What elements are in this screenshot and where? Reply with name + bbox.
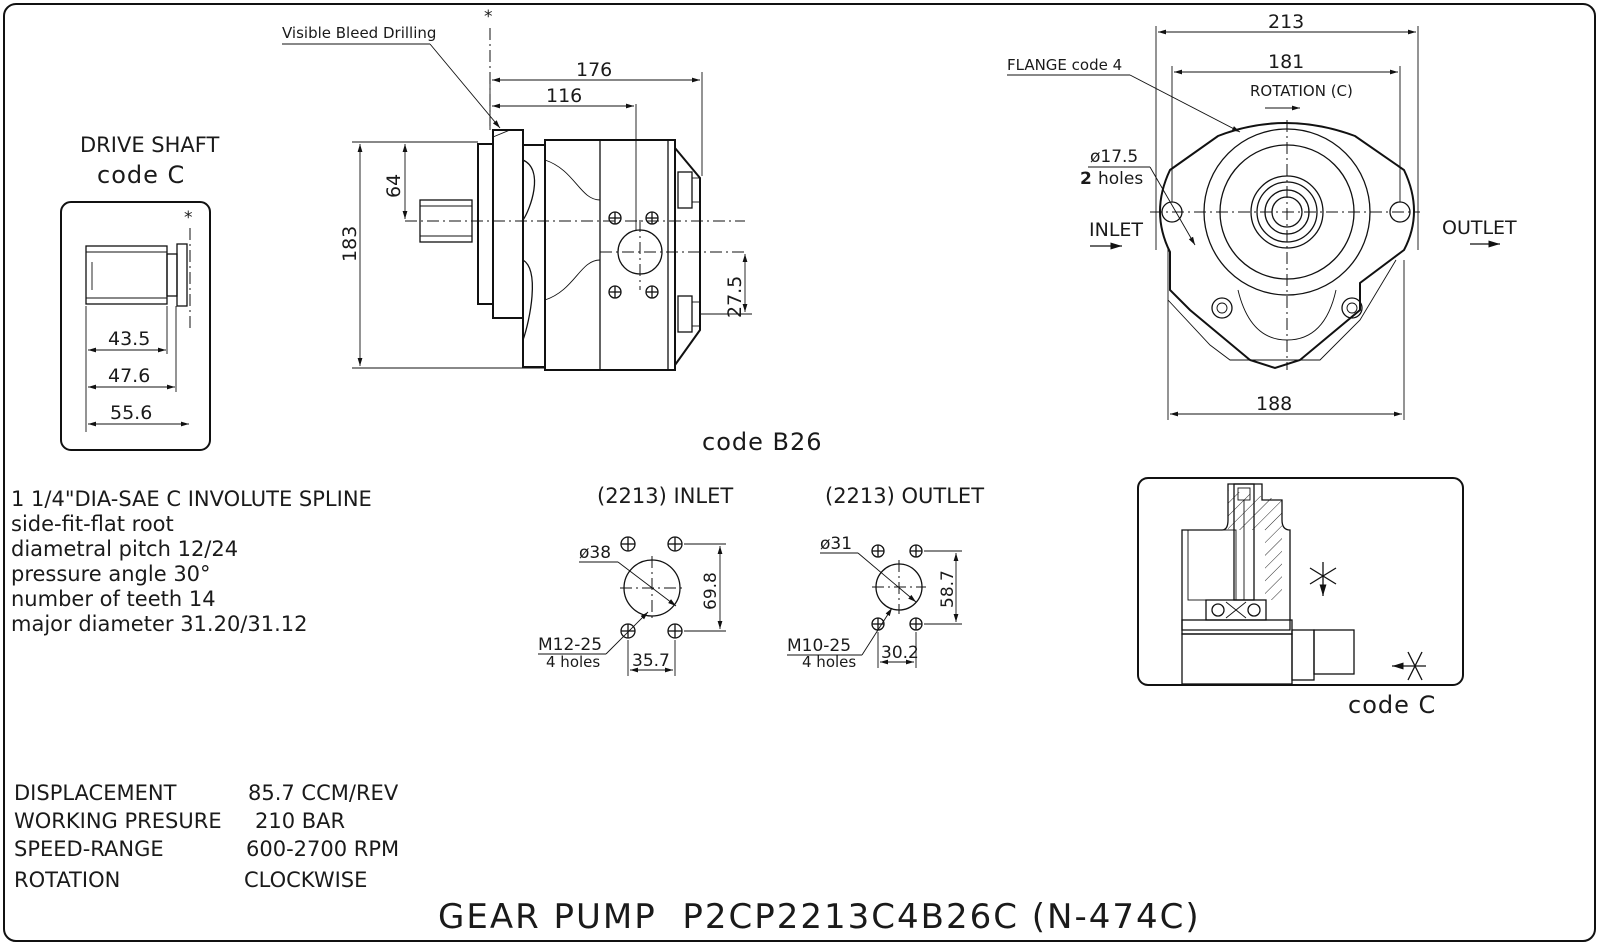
spline-line-5: number of teeth 14	[11, 587, 216, 611]
front-dim-213: 213	[1268, 11, 1304, 33]
mount-hole-word: holes	[1098, 169, 1143, 189]
inlet-port-pattern: (2213) INLET ø38 M12-25 4 holes 35.7 69.…	[538, 484, 733, 676]
drive-shaft-heading: DRIVE SHAFT	[80, 133, 219, 157]
shaft-drawing	[85, 243, 188, 307]
flange-code-label: FLANGE code 4	[1007, 56, 1122, 74]
detail-caption: code C	[1348, 691, 1436, 719]
front-dim-181: 181	[1268, 51, 1304, 73]
detail-code-c: code C	[1137, 477, 1464, 719]
inlet-port-dim-h: 35.7	[632, 651, 670, 671]
spec-label-rotation: ROTATION	[14, 868, 120, 892]
side-dim-176: 176	[576, 59, 612, 81]
shaft-dim-43-5: 43.5	[108, 328, 150, 350]
outlet-label: OUTLET	[1442, 217, 1517, 239]
inlet-port-dia: ø38	[579, 543, 611, 563]
outlet-port-dia: ø31	[820, 534, 852, 554]
front-dim-188: 188	[1256, 393, 1292, 415]
spline-line-6: major diameter 31.20/31.12	[11, 612, 308, 636]
shaft-dim-47-6: 47.6	[108, 365, 150, 387]
outlet-port-dim-v: 58.7	[938, 570, 958, 608]
side-view-caption: code B26	[702, 428, 823, 456]
pump-specs: DISPLACEMENT 85.7 CCM/REV WORKING PRESUR…	[14, 781, 399, 892]
detail-box	[1137, 477, 1464, 686]
shaft-dim-55-6: 55.6	[110, 402, 152, 424]
spec-value-displacement: 85.7 CCM/REV	[248, 781, 399, 805]
outlet-port-thread: M10-25	[787, 636, 851, 656]
inlet-port-title: (2213) INLET	[597, 484, 733, 508]
drive-shaft-code: code C	[97, 161, 185, 189]
side-dim-64: 64	[383, 174, 405, 198]
bleed-marker: *	[484, 7, 493, 27]
spline-line-4: pressure angle 30°	[11, 562, 211, 586]
inlet-port-holes: 4 holes	[546, 653, 600, 671]
spec-value-rotation: CLOCKWISE	[244, 868, 367, 892]
outlet-port-pattern: (2213) OUTLET ø31 M10-25 4 holes 30.2 58…	[787, 484, 984, 671]
side-view: Visible Bleed Drilling *	[282, 7, 823, 456]
bleed-drilling-label: Visible Bleed Drilling	[282, 24, 436, 42]
drawing-title: GEAR PUMP P2CP2213C4B26C (N-474C)	[438, 897, 1201, 937]
spec-label-speed: SPEED-RANGE	[14, 837, 164, 861]
rotation-label: ROTATION (C)	[1250, 82, 1353, 100]
spec-value-speed: 600-2700 RPM	[246, 837, 399, 861]
spec-label-displacement: DISPLACEMENT	[14, 781, 177, 805]
side-dim-183: 183	[339, 226, 361, 262]
spline-specification: 1 1/4"DIA-SAE C INVOLUTE SPLINE side-fit…	[11, 487, 372, 636]
outlet-port-holes: 4 holes	[802, 653, 856, 671]
drive-shaft-section: DRIVE SHAFT code C * 43.5 47.6 55.6	[60, 133, 219, 451]
side-dim-116: 116	[546, 85, 582, 107]
spline-line-1: 1 1/4"DIA-SAE C INVOLUTE SPLINE	[11, 487, 372, 511]
inlet-port-dim-v: 69.8	[701, 572, 721, 610]
outlet-port-title: (2213) OUTLET	[825, 484, 984, 508]
mount-hole-count: 2	[1080, 169, 1092, 189]
side-dim-27-5: 27.5	[724, 276, 746, 318]
spec-label-pressure: WORKING PRESURE	[14, 809, 222, 833]
shaft-marker: *	[184, 208, 193, 228]
spline-line-3: diametral pitch 12/24	[11, 537, 238, 561]
sheet-border	[3, 3, 1596, 942]
mount-hole-dia: ø17.5	[1090, 147, 1138, 167]
outlet-port-dim-h: 30.2	[881, 643, 919, 663]
front-view: 213 181 188 FLANGE code 4 ROTATION (C) ø…	[1007, 11, 1517, 420]
drive-shaft-box	[60, 201, 211, 451]
spline-line-2: side-fit-flat root	[11, 512, 174, 536]
inlet-port-thread: M12-25	[538, 635, 602, 655]
inlet-label: INLET	[1089, 219, 1143, 241]
spec-value-pressure: 210 BAR	[255, 809, 345, 833]
